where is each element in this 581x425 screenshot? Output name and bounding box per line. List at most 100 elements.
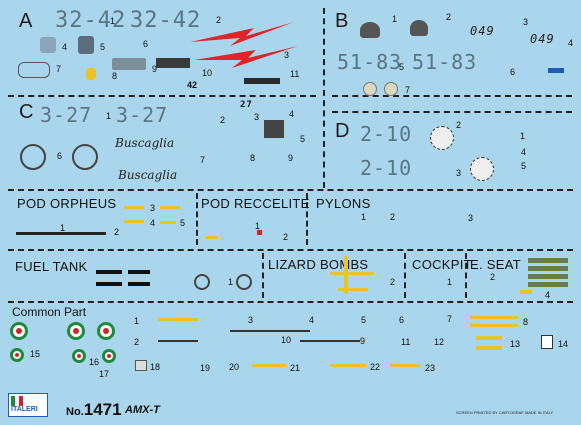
cockpit-num-1: 1 [447, 277, 453, 287]
circular-badge-icon [384, 82, 398, 96]
b-num-6: 6 [510, 67, 516, 77]
yellow-stencil-icon [330, 364, 366, 367]
section-a-code-right: 32-42 [130, 8, 202, 33]
label-lizard-bombs: LIZARD BOMBS [268, 257, 369, 272]
d-num-4: 4 [521, 147, 527, 157]
roadrunner-emblem-icon [360, 22, 380, 38]
c-num-5: 5 [300, 134, 306, 144]
tank-stripe-icon [96, 282, 122, 286]
italian-roundel-icon [97, 322, 115, 340]
divider-b [332, 95, 572, 97]
a-tail-number: 42 [187, 80, 198, 90]
red-marking-icon [257, 230, 262, 235]
checker-marking-icon [156, 58, 190, 68]
section-c-code-right: 3-27 [116, 103, 169, 127]
a-num-11: 11 [290, 69, 300, 79]
eseat-num-4: 4 [545, 290, 551, 300]
section-d-code-top: 2-10 [360, 122, 413, 146]
flame-emblem-icon [20, 144, 46, 170]
common-num-2: 2 [134, 337, 140, 347]
common-num-9: 9 [360, 336, 366, 346]
c-num-3: 3 [254, 112, 260, 122]
c-num-2: 2 [220, 115, 226, 125]
label-pylons: PYLONS [316, 196, 371, 211]
b-num-3: 3 [523, 17, 529, 27]
common-num-7: 7 [447, 314, 453, 324]
lizard-num-2: 2 [390, 277, 396, 287]
yellow-stencil-icon [476, 336, 502, 340]
pod-num-1: 1 [60, 223, 66, 233]
a-num-9: 9 [152, 64, 158, 74]
roadrunner-emblem-icon [410, 20, 428, 36]
tank-stripe-icon [128, 282, 150, 286]
divider-tank-1 [262, 253, 264, 298]
label-pod-reccelite: POD RECCELITE [201, 196, 310, 211]
common-num-11: 11 [401, 337, 411, 347]
stencil-line-icon [230, 330, 310, 332]
italian-roundel-icon [102, 349, 116, 363]
eseat-num-2: 2 [490, 272, 496, 282]
label-pod-orpheus: POD ORPHEUS [17, 196, 117, 211]
seat-strap-icon [528, 274, 568, 279]
placard-icon [541, 335, 553, 349]
flag-marking-icon [548, 68, 564, 73]
tank-cap-icon [236, 274, 252, 290]
a-num-10: 10 [202, 68, 213, 78]
kit-name: AMX-T [125, 404, 160, 416]
a-num-1: 1 [110, 16, 116, 26]
label-cockpit: COCKPIT [412, 257, 472, 272]
b-num-4: 4 [568, 38, 574, 48]
small-placard-icon [135, 360, 147, 371]
section-d-code-bottom: 2-10 [360, 156, 413, 180]
pod-stripe-icon [16, 232, 106, 235]
common-num-1: 1 [134, 316, 140, 326]
section-b-letter: B [335, 10, 349, 32]
d-num-1: 1 [520, 131, 526, 141]
section-b-code-right: 51-83 [412, 50, 478, 74]
section-a-code-left: 32-42 [55, 8, 127, 33]
pylon-num-1: 1 [361, 212, 367, 222]
section-b-tail-left: 049 [470, 24, 495, 38]
common-num-15: 15 [30, 349, 41, 359]
section-a-letter: A [19, 10, 33, 32]
pod-num-5: 5 [180, 218, 186, 228]
d-num-2: 2 [456, 120, 462, 130]
divider-b-d [332, 111, 572, 113]
divider-pod-1 [196, 193, 198, 245]
common-num-4: 4 [309, 315, 315, 325]
seat-strap-icon [528, 258, 568, 263]
tank-stripe-icon [128, 270, 150, 274]
brand-name: ITALERI [11, 406, 38, 413]
d-num-3: 3 [456, 168, 462, 178]
pod-num-4: 4 [150, 218, 156, 228]
checker-shield-icon [264, 120, 284, 138]
section-c-tail: 27 [240, 100, 253, 110]
italian-roundel-icon [10, 348, 24, 362]
common-num-14: 14 [558, 339, 569, 349]
pylon-num-3: 3 [468, 213, 474, 223]
seat-strap-icon [528, 282, 568, 287]
italeri-logo: ITALERI [8, 393, 48, 417]
section-b-tail-right: 049 [530, 32, 555, 46]
divider-a-c [8, 95, 316, 97]
common-num-13: 13 [510, 339, 521, 349]
italian-roundel-icon [72, 349, 86, 363]
a-num-2: 2 [216, 15, 222, 25]
section-d-letter: D [335, 120, 350, 142]
label-eseat: E. SEAT [470, 257, 521, 272]
stencil-line-icon [158, 340, 198, 342]
reccelite-num-1: 1 [255, 221, 261, 231]
a-num-5: 5 [100, 42, 106, 52]
seat-pull-handle-icon [520, 290, 532, 294]
common-num-21: 21 [290, 363, 301, 373]
label-common-part: Common Part [12, 305, 87, 319]
label-fuel-tank: FUEL TANK [15, 259, 88, 274]
yellow-stencil-icon [470, 316, 518, 319]
badge-outline-icon [18, 62, 50, 78]
yellow-stencil-icon [390, 364, 420, 367]
divider-tank-3 [465, 253, 467, 298]
b-num-2: 2 [446, 12, 452, 22]
c-num-7: 7 [200, 155, 206, 165]
seat-strap-icon [528, 266, 568, 271]
